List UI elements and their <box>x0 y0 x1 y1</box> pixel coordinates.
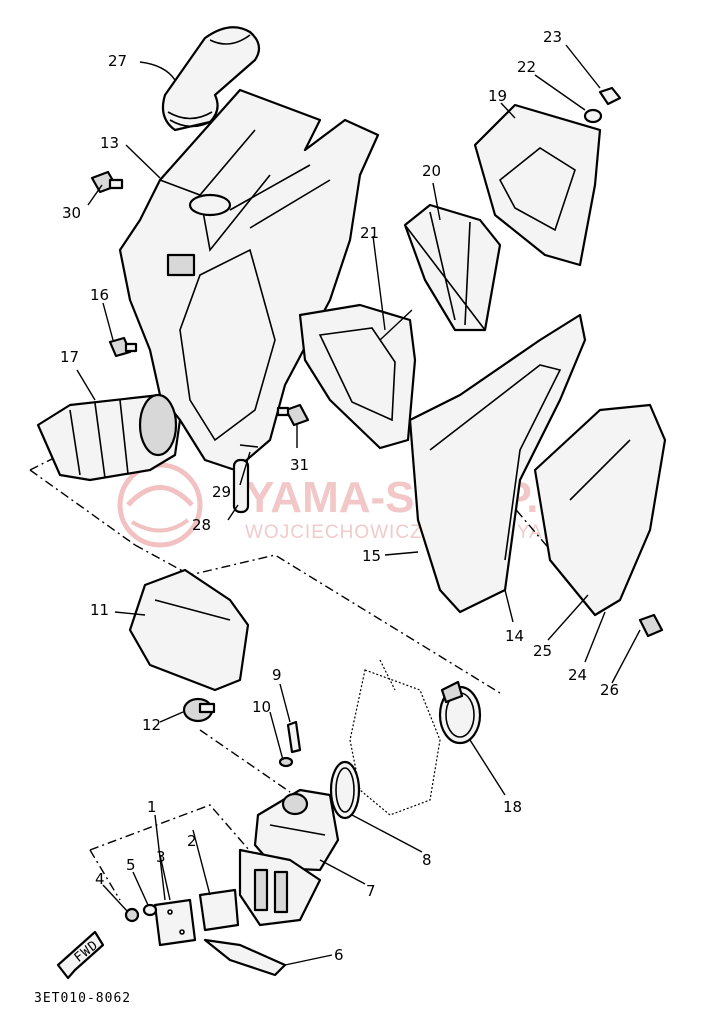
callout-22: 22 <box>517 58 536 76</box>
air-filter-guide <box>403 203 502 332</box>
reed-valve-assembly <box>238 848 322 927</box>
side-cover <box>408 313 587 614</box>
clamp-12 <box>182 697 216 723</box>
filter-case-cover <box>533 403 667 617</box>
forward-direction-arrow: FWD <box>56 930 105 980</box>
air-filter-joint <box>36 393 182 482</box>
callout-labels: 27 13 30 16 17 29 28 31 21 20 19 22 23 1… <box>60 28 619 964</box>
screw-4 <box>124 907 140 923</box>
drain-hose <box>232 444 259 514</box>
carburetor-outline <box>349 659 441 816</box>
callout-1: 1 <box>147 798 157 816</box>
bolt-26 <box>638 613 664 638</box>
leader-lines <box>76 44 641 966</box>
callout-4: 4 <box>95 870 105 888</box>
callout-15: 15 <box>362 547 381 565</box>
callout-5: 5 <box>126 856 136 874</box>
callout-17: 17 <box>60 348 79 366</box>
joint-clamp-8 <box>329 760 361 820</box>
callout-31: 31 <box>290 456 309 474</box>
callout-29: 29 <box>212 483 231 501</box>
reed-stopper <box>198 888 240 932</box>
bolt-31 <box>276 403 310 427</box>
callout-7: 7 <box>366 882 376 900</box>
bolt-16 <box>108 336 138 358</box>
callout-11: 11 <box>90 601 109 619</box>
diagram-code: 3ET010-8062 <box>34 991 131 1006</box>
callout-3: 3 <box>156 848 166 866</box>
bolt-30 <box>90 170 124 194</box>
callout-13: 13 <box>100 134 119 152</box>
callout-14: 14 <box>505 627 524 645</box>
carburetor-joint <box>253 788 340 872</box>
air-box-housing <box>118 88 380 472</box>
callout-27: 27 <box>108 52 127 70</box>
callout-6: 6 <box>334 946 344 964</box>
callout-18: 18 <box>503 798 522 816</box>
callout-23: 23 <box>543 28 562 46</box>
callout-24: 24 <box>568 666 587 684</box>
screw-9 <box>278 720 302 768</box>
callout-28: 28 <box>192 516 211 534</box>
callout-25: 25 <box>533 642 552 660</box>
callout-10: 10 <box>252 698 271 716</box>
air-filter-element <box>473 103 602 267</box>
watermark-logo <box>117 462 203 548</box>
air-shroud <box>128 568 250 692</box>
callout-16: 16 <box>90 286 109 304</box>
gasket-6 <box>203 938 287 977</box>
callout-8: 8 <box>422 851 432 869</box>
callout-30: 30 <box>62 204 81 222</box>
callout-26: 26 <box>600 681 619 699</box>
reed-plate <box>153 898 197 947</box>
callout-21: 21 <box>360 224 379 242</box>
carb-clamp-18 <box>438 680 482 745</box>
callout-19: 19 <box>488 87 507 105</box>
callout-9: 9 <box>272 666 282 684</box>
intake-duct <box>161 26 261 132</box>
washer-5 <box>142 903 158 917</box>
callout-2: 2 <box>187 832 197 850</box>
washer-22 <box>583 108 603 124</box>
air-filter-seat <box>298 303 417 450</box>
callout-12: 12 <box>142 716 161 734</box>
wing-bolt-23 <box>598 86 622 106</box>
callout-20: 20 <box>422 162 441 180</box>
